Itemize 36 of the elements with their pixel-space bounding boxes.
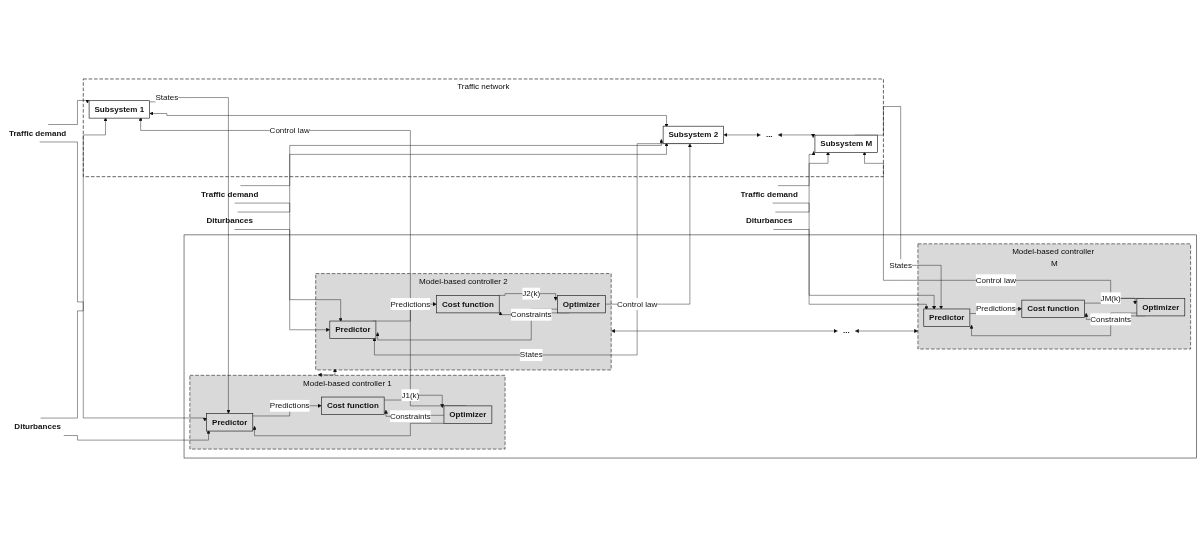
node-box: Cost function [1021,299,1085,318]
node-box: Subsystem 1 [88,100,150,119]
node-text: Diturbances [745,216,793,226]
edge-label: Predictions [269,401,310,411]
node-box: Optimizer [557,295,606,314]
node-text: Diturbances [206,216,253,226]
edge-label: JM(k) [1100,293,1121,303]
node-box: Cost function [321,396,385,415]
node-box: Predictor [329,320,377,339]
edge-label: J1(k) [401,390,420,400]
edge-label: Constraints [510,309,552,319]
node-box: Subsystem 2 [662,125,724,144]
edge-label: Constraints [389,411,431,421]
edge-label: States [155,92,179,102]
edge-label: States [889,260,913,270]
node-text: Traffic demand [740,189,798,199]
edge-label: States [519,350,543,360]
cluster [183,234,1197,459]
edge-label: Predictions [975,304,1016,314]
edge-label: Control law [975,275,1016,285]
node-box: Cost function [436,295,500,314]
node-box: Predictor [923,308,971,327]
node-text: ... [765,130,773,140]
edge-label: Constraints [1090,314,1132,324]
edge-label: Predictions [390,299,431,309]
node-text: Diturbances [14,422,61,432]
edge-label: J2(k) [522,288,541,298]
edge-label: Control law [617,299,658,309]
node-box: Optimizer [1136,298,1186,317]
node-box: Predictor [206,413,254,432]
node-box: Subsystem M [814,134,878,153]
node-box: Optimizer [443,405,493,424]
node-text: Traffic demand [201,189,259,199]
node-text: ... [842,326,850,336]
node-text: Traffic demand [8,128,67,138]
edge-label: Control law [269,125,310,135]
